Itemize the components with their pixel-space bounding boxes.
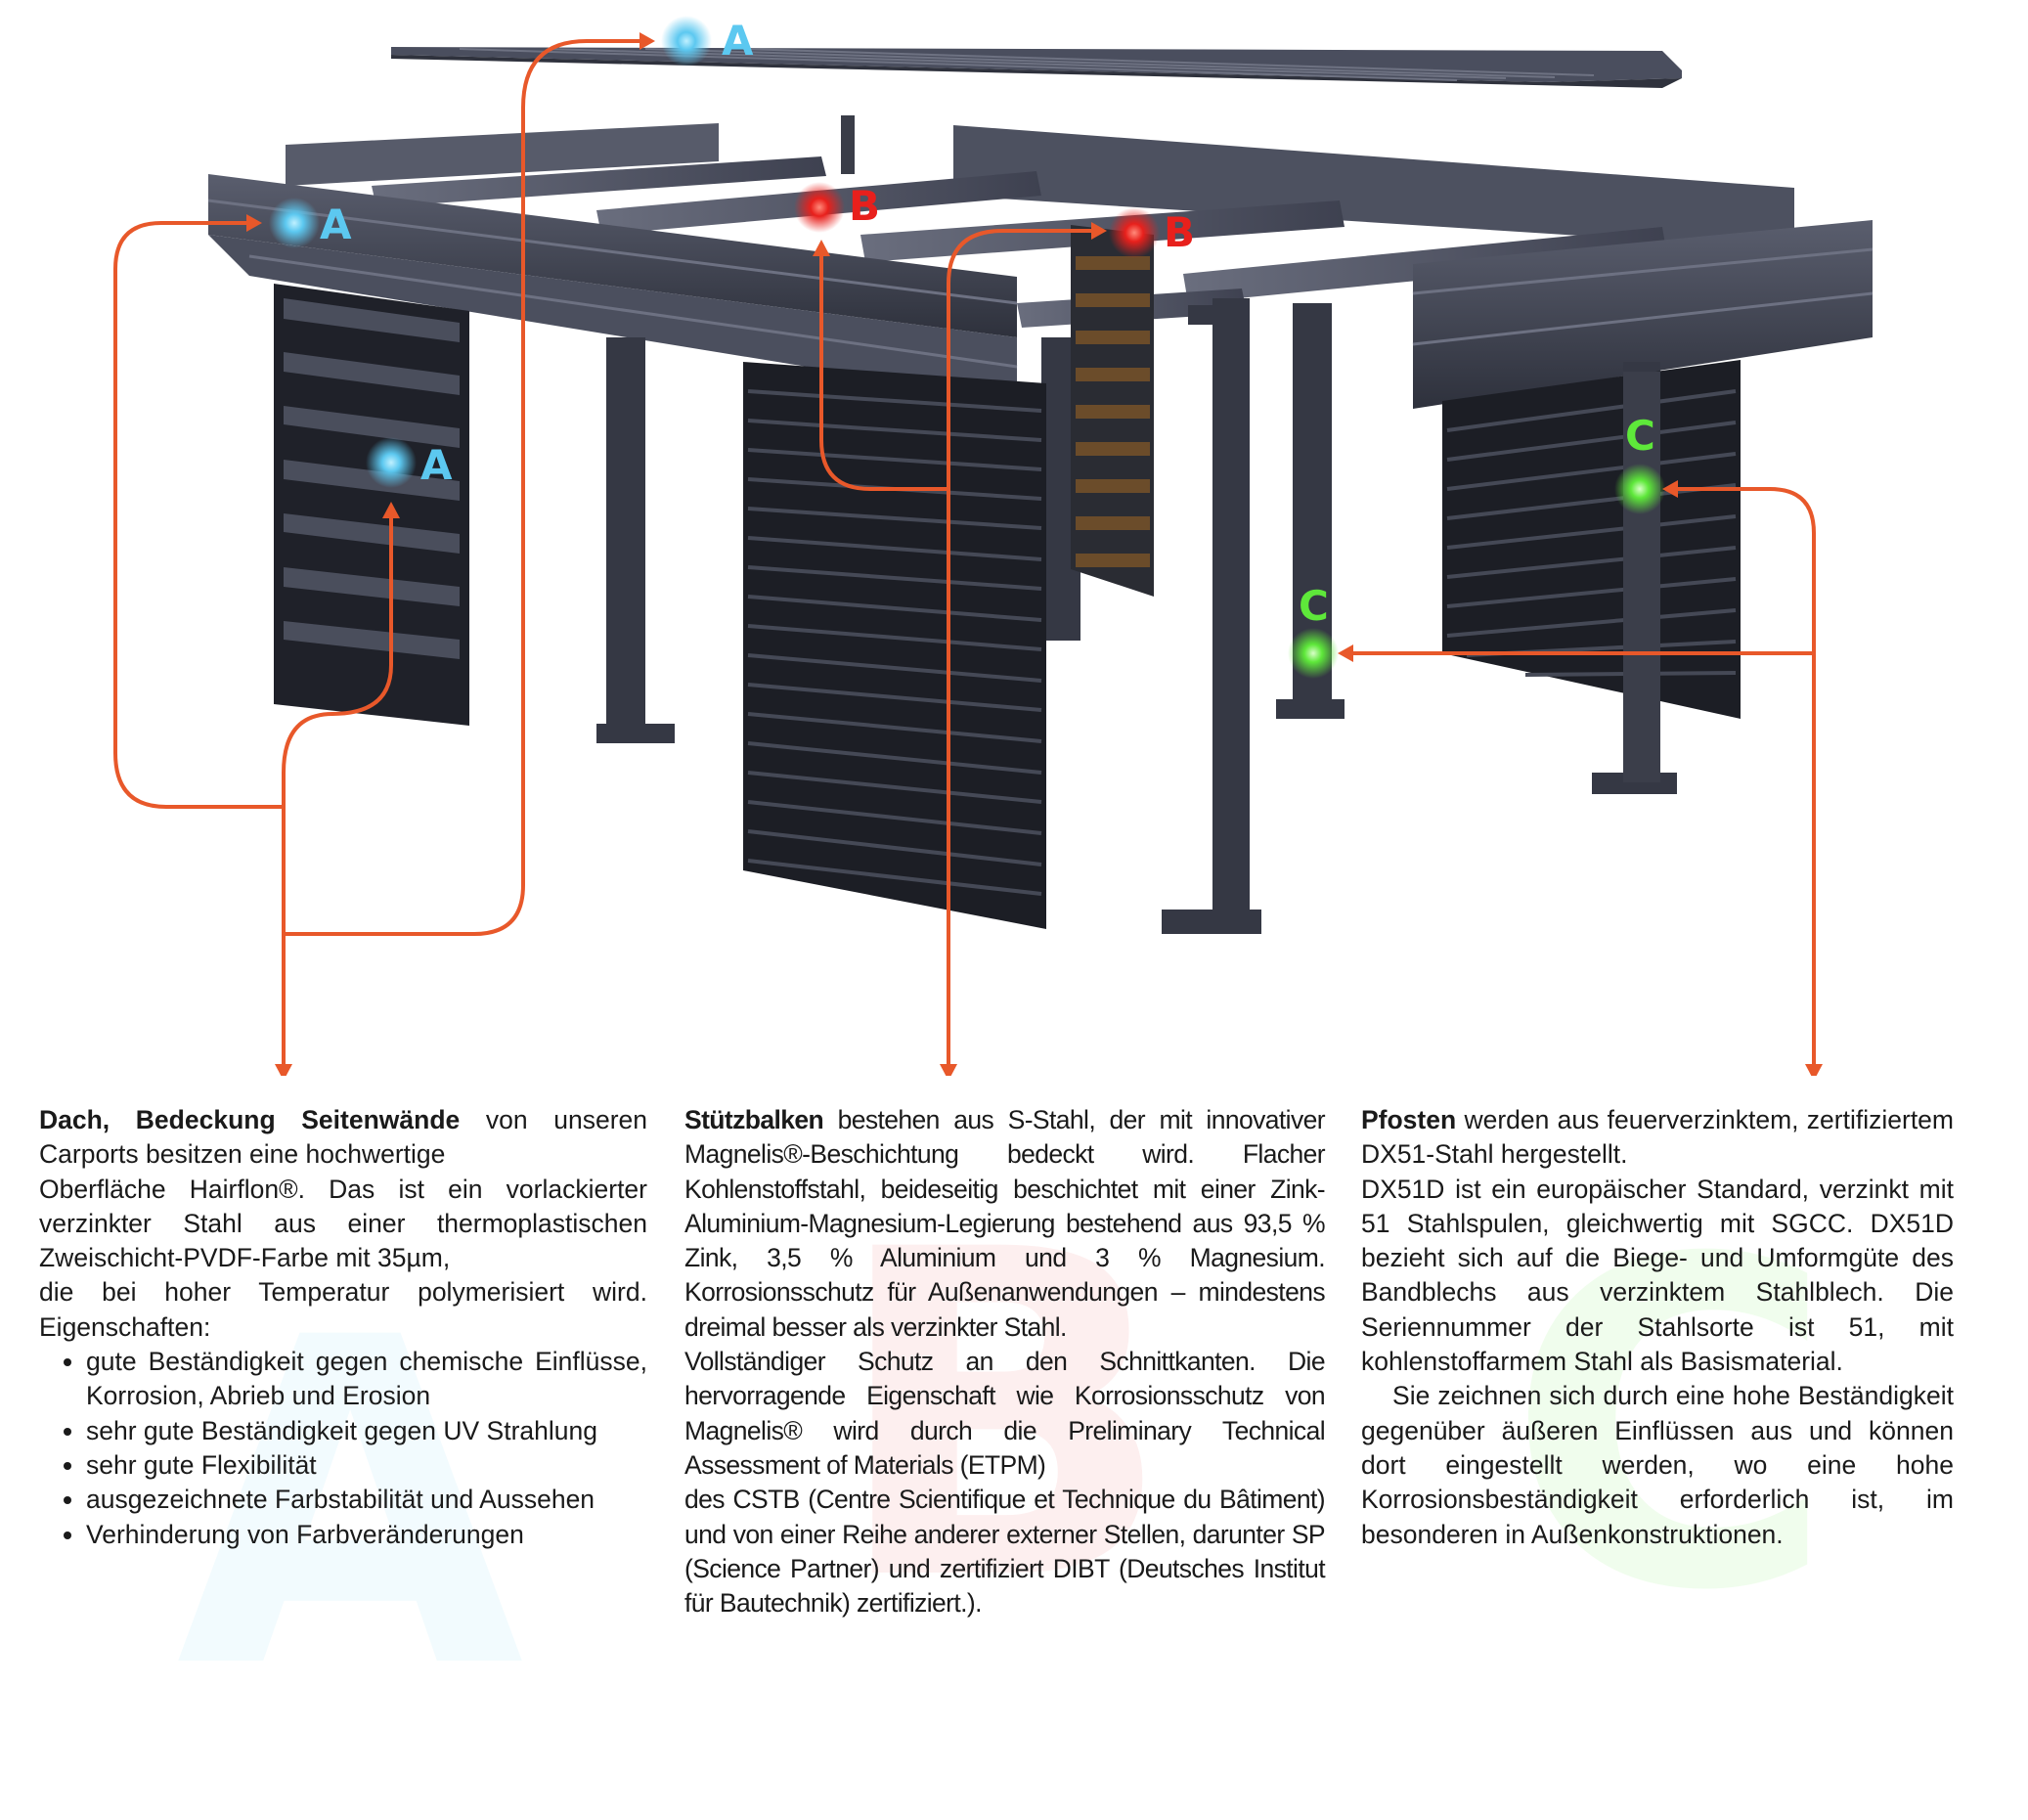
col-a-line2: Oberfläche Hairflon®. Das ist ein vorlac… xyxy=(39,1174,647,1273)
col-b-p1: Stützbalken bestehen aus S-Stahl, der mi… xyxy=(684,1103,1326,1345)
front-beam-left xyxy=(207,174,1018,401)
column-roof-walls: Dach, Bedeckung Seitenwände von unseren … xyxy=(39,1103,647,1552)
roof-sheet xyxy=(391,47,1682,88)
col-c-p1-text: werden aus feuerverzinktem, zertifiziert… xyxy=(1361,1105,1954,1170)
col-a-properties-list: gute Beständigkeit gegen chemische Einfl… xyxy=(39,1345,647,1552)
side-wall-left xyxy=(274,284,469,726)
svg-text:A: A xyxy=(722,17,754,65)
svg-text:B: B xyxy=(1164,208,1195,256)
column-posts: Pfosten werden aus feuerverzinktem, zert… xyxy=(1361,1103,1954,1552)
center-post-top xyxy=(841,115,855,174)
col-a-intro: Dach, Bedeckung Seitenwände von unseren … xyxy=(39,1103,647,1173)
wood-slat-panel xyxy=(1071,225,1154,597)
back-roof-panel-right xyxy=(953,125,1794,249)
list-item: ausgezeichnete Farbstabilität und Ausseh… xyxy=(86,1483,647,1517)
front-right-post xyxy=(1623,372,1660,782)
col-c-p3: Sie zeichnen sich durch eine hohe Bestän… xyxy=(1361,1381,1962,1549)
marker-a-wall: A xyxy=(366,437,453,489)
list-item: gute Beständigkeit gegen chemische Einfl… xyxy=(86,1345,647,1414)
column-support-beams: Stützbalken bestehen aus S-Stahl, der mi… xyxy=(684,1103,1326,1620)
back-roof-panel-left xyxy=(286,123,719,186)
right-louver-panel xyxy=(1442,360,1741,719)
svg-text:A: A xyxy=(420,441,453,489)
list-item: sehr gute Beständigkeit gegen UV Strahlu… xyxy=(86,1414,647,1448)
marker-b-frontbeam: B xyxy=(1109,207,1195,258)
svg-text:A: A xyxy=(320,200,352,248)
col-b-p3: des CSTB (Centre Scientifique et Techniq… xyxy=(684,1485,1326,1619)
front-beam-right xyxy=(1412,220,1874,409)
front-louver-panel xyxy=(743,362,1046,929)
arrow-heads xyxy=(246,32,1823,1076)
col-c-heading: Pfosten xyxy=(1361,1105,1457,1134)
list-item: sehr gute Flexibilität xyxy=(86,1448,647,1483)
svg-text:C: C xyxy=(1625,412,1655,460)
col-a-intro-text: von unseren Carports besitzen eine hochw… xyxy=(39,1105,647,1170)
marker-a-beam: A xyxy=(269,198,352,248)
marker-b-crossbeam: B xyxy=(794,182,880,233)
callout-arrows xyxy=(113,39,1816,1071)
list-item: Verhinderung von Farbveränderungen xyxy=(86,1518,647,1552)
col-b-heading: Stützbalken xyxy=(684,1105,824,1134)
col-a-heading: Dach, Bedeckung Seitenwände xyxy=(39,1105,461,1134)
col-b-p1-text: bestehen aus S-Stahl, der mit innovative… xyxy=(684,1105,1326,1342)
marker-a-roof: A xyxy=(661,16,754,67)
svg-text:B: B xyxy=(849,182,880,230)
marker-c-post-mid: C xyxy=(1288,582,1339,679)
col-c-p2: DX51D ist ein europäischer Standard, ver… xyxy=(1361,1174,1954,1377)
col-a-line3: die bei hoher Temperatur polymerisiert w… xyxy=(39,1277,647,1342)
carport-illustration: A A A B B C C xyxy=(113,16,1874,1076)
col-c-p1: Pfosten werden aus feuerverzinktem, zert… xyxy=(1361,1103,1954,1173)
marker-c-post-right: C xyxy=(1614,412,1665,514)
col-b-p2: Vollständiger Schutz an den Schnittkante… xyxy=(684,1347,1326,1480)
svg-text:C: C xyxy=(1299,582,1329,630)
